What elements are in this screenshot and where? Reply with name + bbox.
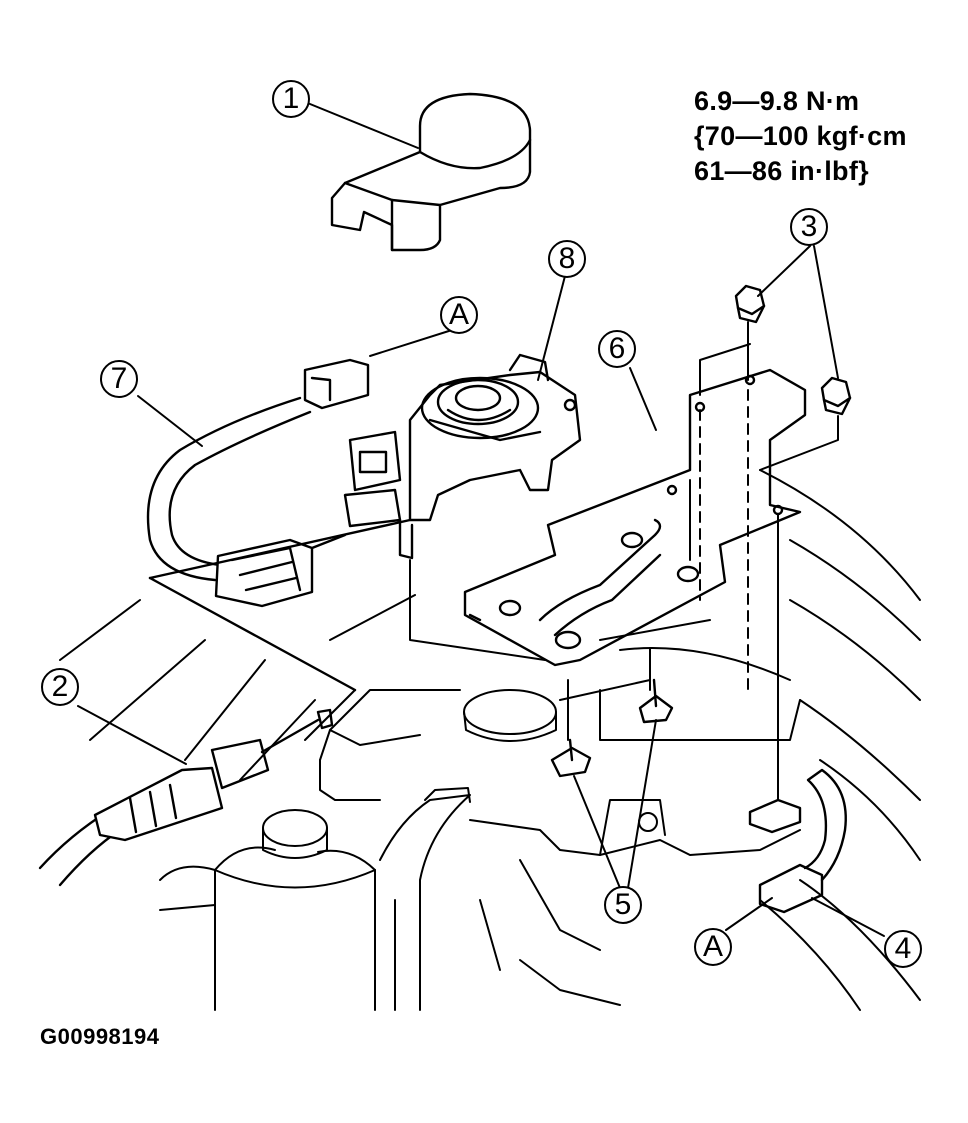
callout-2: 2 bbox=[41, 668, 79, 706]
part-4-sensor bbox=[748, 768, 847, 914]
callout-1: 1 bbox=[272, 80, 310, 118]
torque-line-inlbf: 61—86 in·lbf} bbox=[694, 156, 869, 186]
alignment-lines bbox=[409, 321, 839, 801]
callout-8: 8 bbox=[548, 240, 586, 278]
torque-line-kgfcm: {70—100 kgf·cm bbox=[694, 121, 907, 151]
callout-5: 5 bbox=[604, 886, 642, 924]
engine-bay-background bbox=[59, 469, 921, 1011]
leader-lines bbox=[77, 103, 885, 937]
part-3-nuts bbox=[734, 284, 852, 416]
callout-6: 6 bbox=[598, 330, 636, 368]
part-1-cover bbox=[330, 92, 532, 252]
part-5-bolts bbox=[550, 678, 674, 778]
callout-a-connector: A bbox=[440, 296, 478, 334]
callout-7: 7 bbox=[100, 360, 138, 398]
torque-line-nm: 6.9—9.8 N·m bbox=[694, 86, 860, 116]
callout-a-sensor: A bbox=[694, 928, 732, 966]
figure-id: G00998194 bbox=[40, 1024, 160, 1049]
callout-3: 3 bbox=[790, 208, 828, 246]
part-6-bracket bbox=[463, 368, 807, 667]
part-8-sensor-housing bbox=[343, 353, 582, 560]
callout-4: 4 bbox=[884, 930, 922, 968]
part-2-sensor bbox=[38, 708, 334, 887]
part-7-harness bbox=[146, 358, 412, 692]
torque-specification: 6.9—9.8 N·m {70—100 kgf·cm 61—86 in·lbf} bbox=[694, 84, 907, 189]
